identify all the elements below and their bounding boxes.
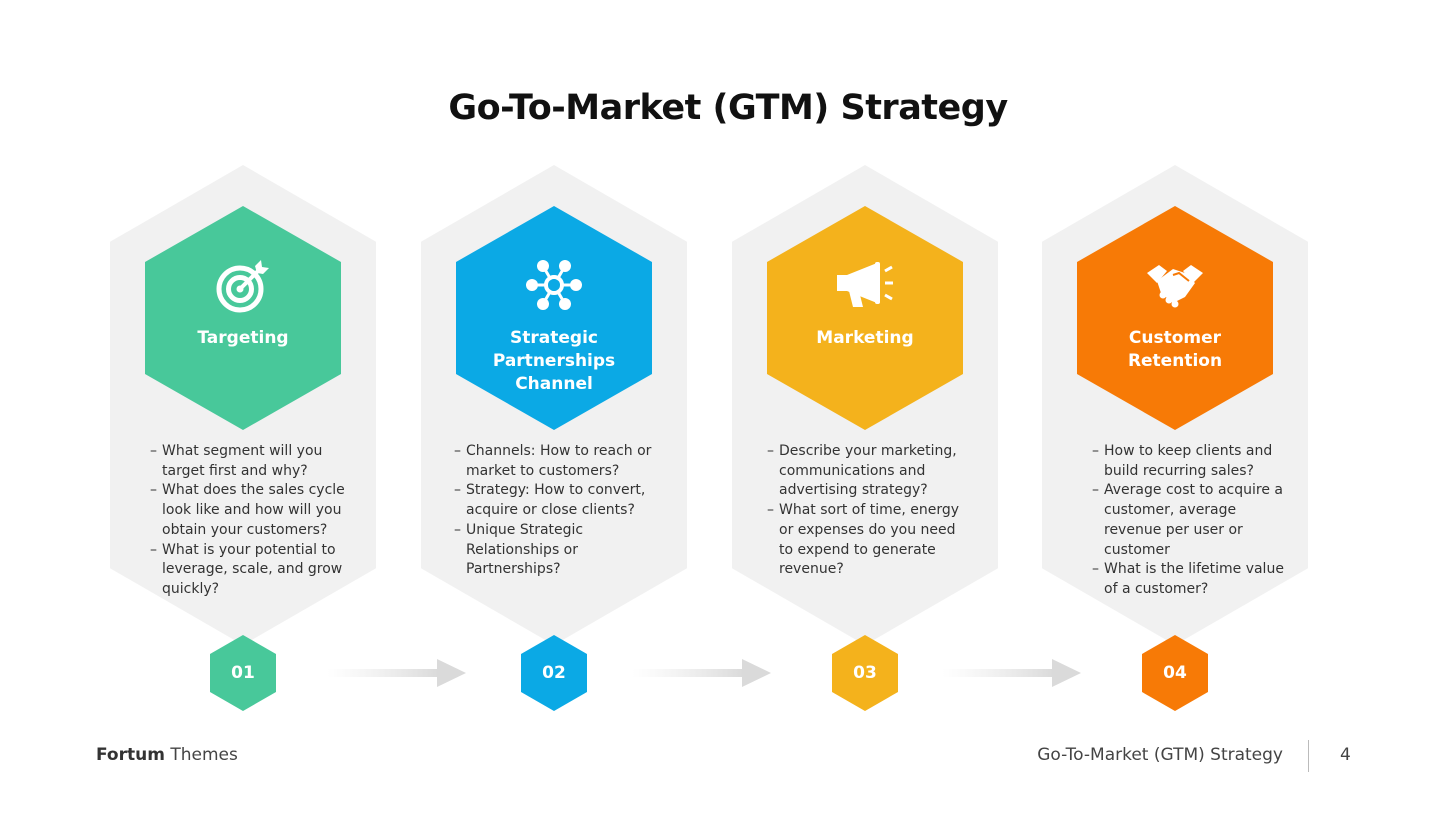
bullet-item: What is your potential to leverage, scal… xyxy=(150,541,350,600)
step-number-badge: 03 xyxy=(832,635,898,711)
step-label: Strategic Partnerships Channel xyxy=(492,328,616,394)
step-label: Customer Retention xyxy=(1127,328,1223,371)
arrow-right-icon xyxy=(942,657,1082,689)
arrow-right-icon xyxy=(327,657,467,689)
network-icon xyxy=(524,257,584,313)
megaphone-icon xyxy=(835,257,895,313)
step-hexagon xyxy=(767,206,963,430)
step-bullets: How to keep clients and build recurring … xyxy=(1092,442,1292,600)
bullet-item: How to keep clients and build recurring … xyxy=(1092,442,1292,481)
step-number-badge: 04 xyxy=(1142,635,1208,711)
footer-brand-bold: Fortum xyxy=(96,745,165,765)
bullet-item: Describe your marketing, communications … xyxy=(767,442,967,501)
step-bullets: What segment will you target first and w… xyxy=(150,442,350,600)
step-card-partnerships: Strategic Partnerships Channel Channels:… xyxy=(421,165,687,645)
slide-title: Go-To-Market (GTM) Strategy xyxy=(448,88,1008,128)
arrow-right-icon xyxy=(632,657,772,689)
step-number-badge: 02 xyxy=(521,635,587,711)
handshake-icon xyxy=(1145,257,1205,313)
bullet-item: What sort of time, energy or expenses do… xyxy=(767,501,967,580)
bullet-item: What segment will you target first and w… xyxy=(150,442,350,481)
bullet-item: Unique Strategic Relationships or Partne… xyxy=(454,521,654,580)
footer-brand-rest: Themes xyxy=(164,745,238,765)
step-label: Marketing xyxy=(816,328,914,348)
page-number: 4 xyxy=(1340,745,1351,765)
step-bullets: Describe your marketing, communications … xyxy=(767,442,967,580)
step-label: Targeting xyxy=(197,328,289,348)
step-bullets: Channels: How to reach or market to cust… xyxy=(454,442,654,580)
bullet-item: What is the lifetime value of a customer… xyxy=(1092,560,1292,599)
step-card-marketing: Marketing Describe your marketing, commu… xyxy=(732,165,998,645)
step-number-badge: 01 xyxy=(210,635,276,711)
footer-divider xyxy=(1308,740,1309,772)
footer-brand: Fortum Themes xyxy=(96,745,238,765)
bullet-item: What does the sales cycle look like and … xyxy=(150,481,350,540)
bullet-item: Channels: How to reach or market to cust… xyxy=(454,442,654,481)
target-icon xyxy=(213,257,273,313)
footer-title: Go-To-Market (GTM) Strategy xyxy=(1037,745,1283,765)
step-card-targeting: Targeting What segment will you target f… xyxy=(110,165,376,645)
step-card-retention: Customer Retention How to keep clients a… xyxy=(1042,165,1308,645)
bullet-item: Average cost to acquire a customer, aver… xyxy=(1092,481,1292,560)
bullet-item: Strategy: How to convert, acquire or clo… xyxy=(454,481,654,520)
